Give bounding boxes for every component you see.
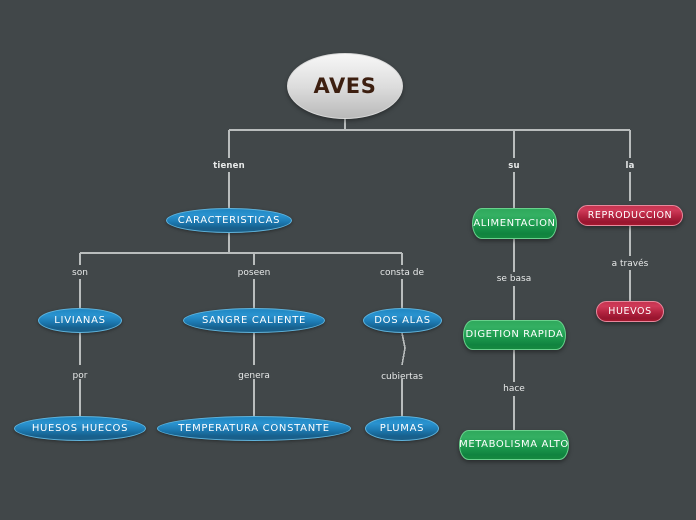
node-huesos-huecos-label: HUESOS HUECOS [31, 422, 129, 434]
node-digetion-rapida-label: DIGETION RAPIDA [465, 329, 564, 340]
node-reproduccion[interactable]: REPRODUCCION [577, 205, 683, 226]
edge-label-consta-de: consta de [379, 268, 425, 278]
node-plumas-label: PLUMAS [379, 422, 425, 434]
node-sangre-caliente[interactable]: SANGRE CALIENTE [183, 308, 325, 333]
edge-label-genera: genera [238, 371, 270, 381]
edge-label-cubiertas: cubiertas [381, 372, 423, 382]
node-livianas[interactable]: LIVIANAS [38, 308, 122, 333]
node-temperatura-constante[interactable]: TEMPERATURA CONSTANTE [157, 416, 351, 441]
edge-label-poseen: poseen [237, 268, 271, 278]
edge-label-la: la [625, 161, 635, 171]
edge-label-se-basa: se basa [496, 274, 532, 284]
node-digetion-rapida[interactable]: DIGETION RAPIDA [463, 320, 566, 350]
node-huevos[interactable]: HUEVOS [596, 301, 664, 322]
edge-label-tienen: tienen [213, 161, 245, 171]
node-alimentacion-label: ALIMENTACION [473, 217, 556, 229]
node-livianas-label: LIVIANAS [54, 314, 106, 326]
edge-label-hace: hace [503, 384, 525, 394]
node-caracteristicas-label: CARACTERISTICAS [177, 214, 281, 226]
node-aves-label: AVES [313, 73, 377, 98]
node-metabolisma-alto-label: METABOLISMA ALTO [459, 439, 569, 450]
node-sangre-caliente-label: SANGRE CALIENTE [201, 314, 307, 326]
node-caracteristicas[interactable]: CARACTERISTICAS [166, 208, 292, 233]
node-huevos-label: HUEVOS [608, 305, 652, 317]
edge-label-a-traves: a través [611, 259, 649, 269]
node-alimentacion[interactable]: ALIMENTACION [472, 208, 557, 239]
node-huesos-huecos[interactable]: HUESOS HUECOS [14, 416, 146, 441]
node-aves[interactable]: AVES [287, 53, 403, 119]
edge-label-su: su [508, 161, 520, 171]
node-metabolisma-alto[interactable]: METABOLISMA ALTO [459, 430, 569, 460]
edge-dos-alas-to-cubiertas [401, 332, 406, 366]
node-reproduccion-label: REPRODUCCION [587, 209, 673, 221]
node-dos-alas-label: DOS ALAS [374, 314, 431, 326]
edge-label-son: son [72, 268, 88, 278]
node-temperatura-constante-label: TEMPERATURA CONSTANTE [178, 422, 330, 434]
node-dos-alas[interactable]: DOS ALAS [363, 308, 442, 333]
edge-label-por: por [72, 371, 88, 381]
node-plumas[interactable]: PLUMAS [365, 416, 439, 441]
